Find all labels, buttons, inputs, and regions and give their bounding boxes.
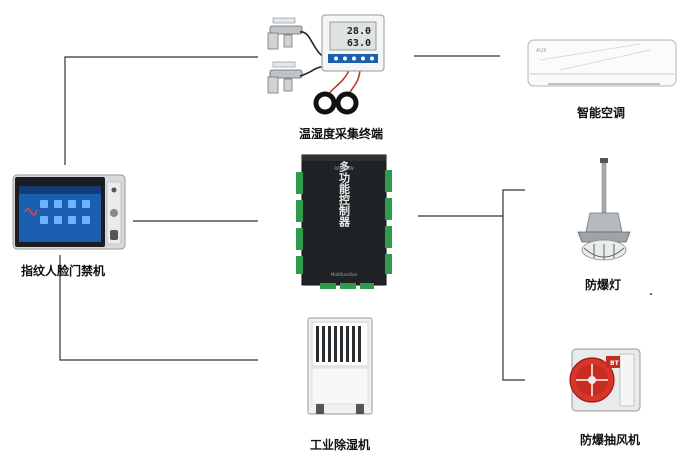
connection-lines — [59, 55, 525, 381]
access-terminal-label: 指纹人脸门禁机 — [21, 264, 106, 278]
dehumidifier-label: 工业除湿机 — [310, 438, 371, 452]
lamp-pole — [601, 162, 607, 214]
svg-text:AUX: AUX — [536, 48, 547, 54]
sensor-label: 温湿度采集终端 — [299, 127, 384, 141]
lamp-label: 防爆灯 — [585, 278, 622, 292]
controller-silk-bottom: Multifunction — [331, 272, 358, 277]
line-bus-to-lamp — [502, 189, 525, 381]
temp-humidity-sensor-image: 28.0 63.0 — [267, 14, 385, 115]
fan-label: 防爆抽风机 — [580, 433, 641, 447]
aircon-image: AUX — [527, 39, 677, 87]
sensor-probe-upper — [267, 17, 303, 50]
line-access-to-dehumidifier — [59, 255, 258, 361]
current-clamp-right — [335, 91, 359, 115]
explosion-proof-lamp-image — [577, 158, 631, 261]
access-screen — [19, 186, 101, 242]
current-clamp-left — [313, 91, 337, 115]
controller-title-vertical: 多功能控制器 — [338, 160, 352, 228]
exhaust-fan-image: BT — [569, 348, 641, 412]
sensor-screen — [329, 21, 377, 51]
sensor-probe-lower — [267, 61, 303, 94]
line-access-to-sensor — [64, 56, 258, 165]
dehumidifier-image — [307, 317, 373, 415]
sensor-reading-top: 28.0 — [347, 26, 371, 37]
controller-image: 多功能控制器 RAINBOW Multifunction — [296, 154, 392, 289]
access-terminal-image — [12, 174, 126, 250]
aircon-label: 智能空调 — [577, 106, 626, 120]
svg-text:BT: BT — [610, 360, 620, 367]
aircon-body — [527, 39, 677, 87]
controller-silk-top: RAINBOW — [334, 166, 353, 171]
sensor-reading-bottom: 63.0 — [347, 38, 371, 49]
stray-dot — [650, 293, 652, 295]
